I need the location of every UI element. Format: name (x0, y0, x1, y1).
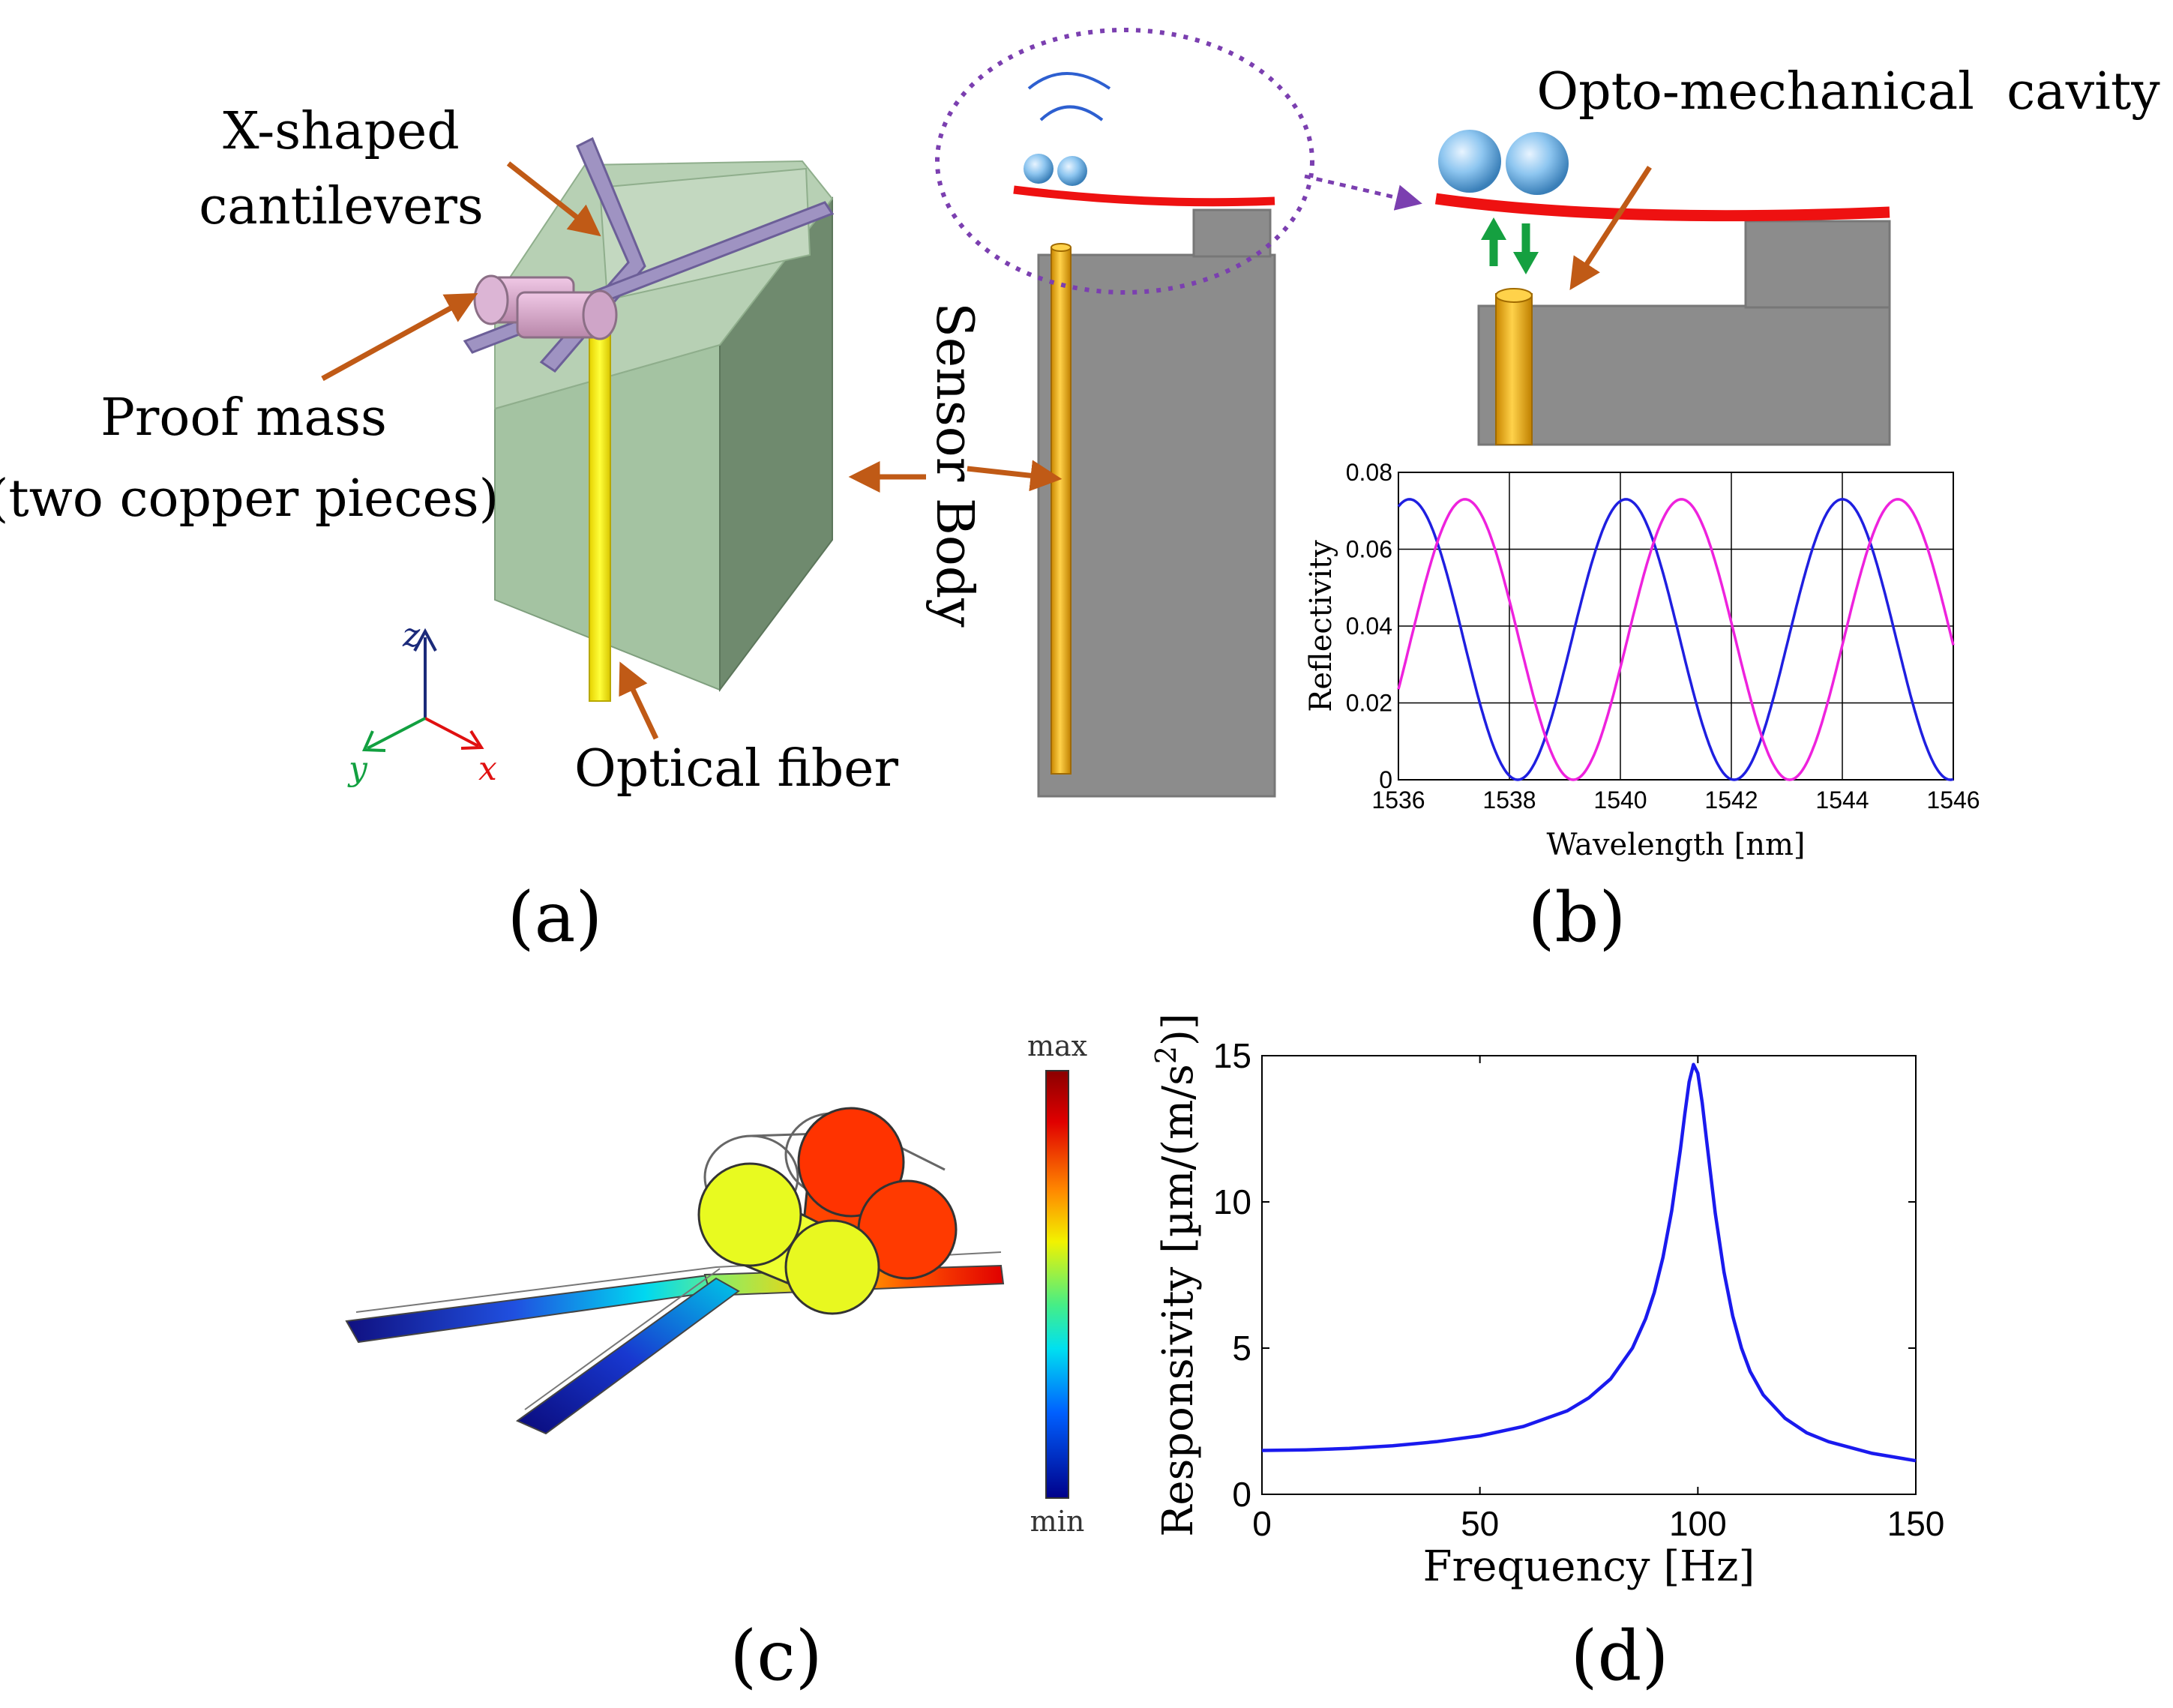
cavity-fiber (1495, 293, 1533, 445)
sensor-body-label: Sensor Body (925, 302, 984, 628)
optical-fiber-a (589, 329, 611, 702)
responsivity-ytick-label: 15 (1213, 1036, 1251, 1075)
optical-fiber-b (1051, 247, 1072, 775)
sensor-body-arrow-right (967, 460, 1063, 492)
reflectivity-xtick-label: 1536 (1371, 787, 1425, 814)
responsivity-ytick-label: 5 (1232, 1329, 1251, 1368)
block-step (598, 167, 811, 301)
cantilevers-label-2: cantilevers (199, 177, 484, 236)
panel-d-label: (d) (1571, 1616, 1669, 1696)
cavity-arrow (1569, 166, 1652, 291)
cavity-post (1744, 220, 1891, 309)
colorbar-min-label: min (1030, 1505, 1085, 1538)
reflectivity-xtick-label: 1538 (1482, 787, 1536, 814)
arrow-cantilevers (506, 161, 601, 237)
proof-mass-label-2: (two copper pieces) (0, 469, 499, 529)
reflectivity-ytick-label: 0.02 (1346, 690, 1392, 717)
membrane-b (1013, 185, 1275, 207)
proof-mass-a (473, 274, 618, 340)
colorbar (1045, 1070, 1069, 1499)
axis-x-label: x (478, 750, 497, 788)
responsivity-ytick-label: 0 (1232, 1475, 1251, 1514)
reflectivity-ytick-label: 0 (1379, 766, 1392, 793)
reflectivity-xtick-label: 1540 (1593, 787, 1647, 814)
responsivity-xtick-label: 50 (1461, 1504, 1499, 1543)
responsivity-series-1 (1261, 1062, 1917, 1463)
reflectivity-ytick-label: 0.06 (1346, 536, 1392, 563)
reflectivity-series-1 (1397, 498, 1954, 781)
responsivity-xlabel: Frequency [Hz] (1423, 1542, 1755, 1591)
sensor-body (1037, 253, 1276, 798)
cavity-body (1477, 304, 1891, 446)
panel-c: max min (c) (345, 1029, 1087, 1696)
colorbar-max-label: max (1027, 1029, 1087, 1062)
panel-a-label: (a) (508, 877, 603, 957)
responsivity-xtick-label: 0 (1252, 1504, 1272, 1543)
sensor-body-post (1192, 208, 1272, 258)
reflectivity-ytick-label: 0.08 (1346, 459, 1392, 486)
coordinate-axes: z y x (347, 616, 497, 788)
arrow-optical-fiber (619, 661, 659, 740)
responsivity-ytick-label: 10 (1213, 1182, 1251, 1221)
reflectivity-xtick-label: 1542 (1704, 787, 1758, 814)
axis-y-label: y (347, 750, 368, 788)
optical-fiber-label: Optical fiber (574, 739, 898, 799)
axis-z-label: z (402, 616, 421, 655)
beam-lower (516, 1277, 740, 1435)
responsivity-xtick-label: 150 (1887, 1504, 1945, 1543)
responsivity-ylabel: Responsivity [µm/(m/s2)] (1149, 1013, 1203, 1536)
reflectivity-xtick-label: 1546 (1926, 787, 1980, 814)
reflectivity-chart: 1536 1538 1540 1542 1544 1546 0 0.02 0.04 0.06 0.0… (1304, 459, 1980, 862)
proof-mass-label-1: Proof mass (100, 388, 387, 448)
panel-c-label: (c) (730, 1616, 822, 1696)
panel-a: X-shaped cantilevers Proof mass (two cop… (0, 102, 898, 957)
cavity-label: Opto-mechanical cavity (1536, 62, 2160, 121)
zoom-connector (1304, 174, 1422, 211)
reflectivity-series-2 (1397, 498, 1955, 781)
responsivity-plot-area (1261, 1055, 1917, 1495)
proof-mass-yellow (697, 1162, 880, 1315)
zoom-ellipse (935, 28, 1314, 295)
reflectivity-xlabel: Wavelength [nm] (1546, 828, 1805, 862)
reflectivity-ytick-label: 0.04 (1346, 613, 1392, 640)
cantilevers-label-1: X-shaped (223, 102, 460, 161)
responsivity-xtick-label: 100 (1669, 1504, 1727, 1543)
membrane-zoom (1434, 193, 1890, 222)
vibration-arrows (1481, 217, 1539, 274)
reflectivity-xtick-label: 1544 (1815, 787, 1869, 814)
arrow-proof-mass (321, 292, 478, 382)
panel-b-label: (b) (1528, 877, 1626, 957)
reflectivity-ylabel: Reflectivity (1304, 540, 1338, 712)
